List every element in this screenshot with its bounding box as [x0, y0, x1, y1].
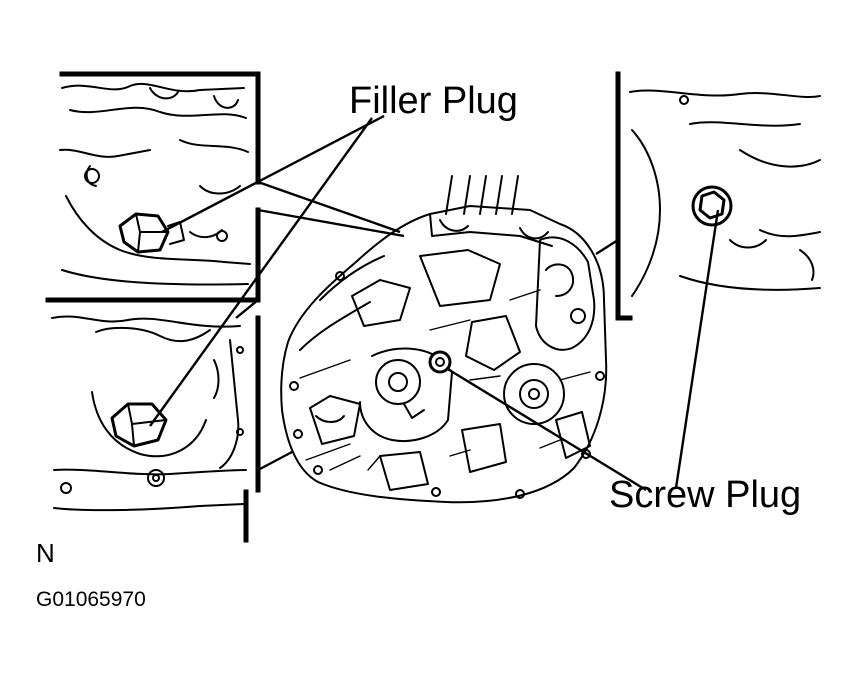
detail-view-filler-lower	[45, 297, 261, 543]
screw-plug-label: Screw Plug	[609, 474, 802, 516]
hex-bolt-icon	[118, 212, 185, 254]
transaxle-case	[280, 175, 608, 504]
view-marker-label: N	[36, 538, 55, 568]
hex-bolt-icon	[691, 185, 733, 227]
detail-view-filler-upper	[45, 71, 261, 303]
filler-plug-label: Filler Plug	[349, 80, 518, 122]
figure-id-label: G01065970	[36, 588, 146, 611]
leader-lines	[149, 114, 720, 492]
hex-bolt-icon	[110, 402, 168, 448]
round-plug-icon	[428, 350, 452, 374]
detail-view-screw	[615, 71, 821, 321]
